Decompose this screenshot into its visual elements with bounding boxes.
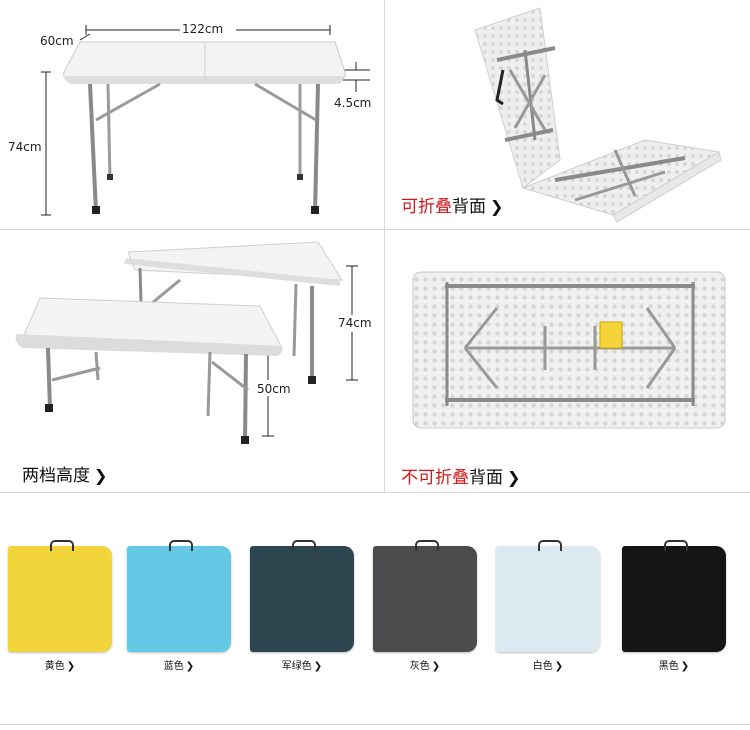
table-dimension-illustration [41,25,370,216]
color-label-text: 黄色 [44,661,65,672]
color-option[interactable]: 黄色❯ [8,540,112,672]
horizontal-divider-bottom [0,724,750,725]
carry-handle-icon [50,540,74,551]
color-label: 军绿色❯ [250,657,354,672]
horizontal-divider-top [0,229,750,230]
color-swatch [8,546,112,652]
color-label-text: 黑色 [658,661,679,672]
low-table-height-label: 50cm [257,382,291,396]
color-option[interactable]: 军绿色❯ [250,540,354,672]
high-table-height-label: 74cm [338,316,372,330]
height-dimension-label: 74cm [8,140,42,154]
carry-handle-icon [415,540,439,551]
chevron-right-icon: ❯ [490,197,504,216]
thickness-dimension-label: 4.5cm [334,96,372,110]
panel-foldable-back: 可折叠背面❯ [385,0,750,229]
color-label: 黄色❯ [8,657,112,672]
color-label: 灰色❯ [373,657,477,672]
color-label-text: 灰色 [409,661,430,672]
folded-table-back-illustration [474,7,722,223]
carry-handle-icon [538,540,562,551]
color-swatch [622,546,726,652]
color-swatch [127,546,231,652]
depth-dimension-label: 60cm [40,34,74,48]
foldable-caption-red: 可折叠 [401,197,452,217]
vertical-divider [384,0,385,492]
panel-two-heights: 74cm 50cm 两档高度❯ [0,230,384,492]
non-foldable-caption-black: 背面 [469,468,503,488]
chevron-right-icon: ❯ [554,661,564,672]
color-option[interactable]: 蓝色❯ [127,540,231,672]
color-option[interactable]: 灰色❯ [373,540,477,672]
chevron-right-icon: ❯ [66,661,76,672]
chevron-right-icon: ❯ [94,466,108,485]
color-label: 白色❯ [496,657,600,672]
two-heights-caption-text: 两档高度 [22,466,90,486]
color-swatch [250,546,354,652]
color-label: 蓝色❯ [127,657,231,672]
chevron-right-icon: ❯ [431,661,441,672]
non-folding-table-back-illustration [412,271,726,429]
foldable-caption-black: 背面 [452,197,486,217]
carry-handle-icon [664,540,688,551]
color-swatch [496,546,600,652]
non-foldable-back-caption: 不可折叠背面❯ [401,468,520,488]
color-option[interactable]: 黑色❯ [622,540,726,672]
color-label-text: 白色 [532,661,553,672]
non-foldable-caption-red: 不可折叠 [401,468,469,488]
panel-dimensions: 122cm 60cm 74cm 4.5cm [0,0,384,229]
horizontal-divider-middle [0,492,750,493]
two-height-tables-illustration [15,241,358,444]
chevron-right-icon: ❯ [185,661,195,672]
carry-handle-icon [292,540,316,551]
color-label-text: 军绿色 [281,661,312,672]
color-option[interactable]: 白色❯ [496,540,600,672]
color-label: 黑色❯ [622,657,726,672]
width-dimension-label: 122cm [182,22,224,36]
chevron-right-icon: ❯ [680,661,690,672]
chevron-right-icon: ❯ [313,661,323,672]
chevron-right-icon: ❯ [507,468,521,487]
panel-non-foldable-back: 不可折叠背面❯ [385,230,750,492]
foldable-back-caption: 可折叠背面❯ [401,197,503,217]
color-label-text: 蓝色 [163,661,184,672]
two-heights-caption: 两档高度❯ [22,466,107,486]
color-swatch [373,546,477,652]
carry-handle-icon [169,540,193,551]
